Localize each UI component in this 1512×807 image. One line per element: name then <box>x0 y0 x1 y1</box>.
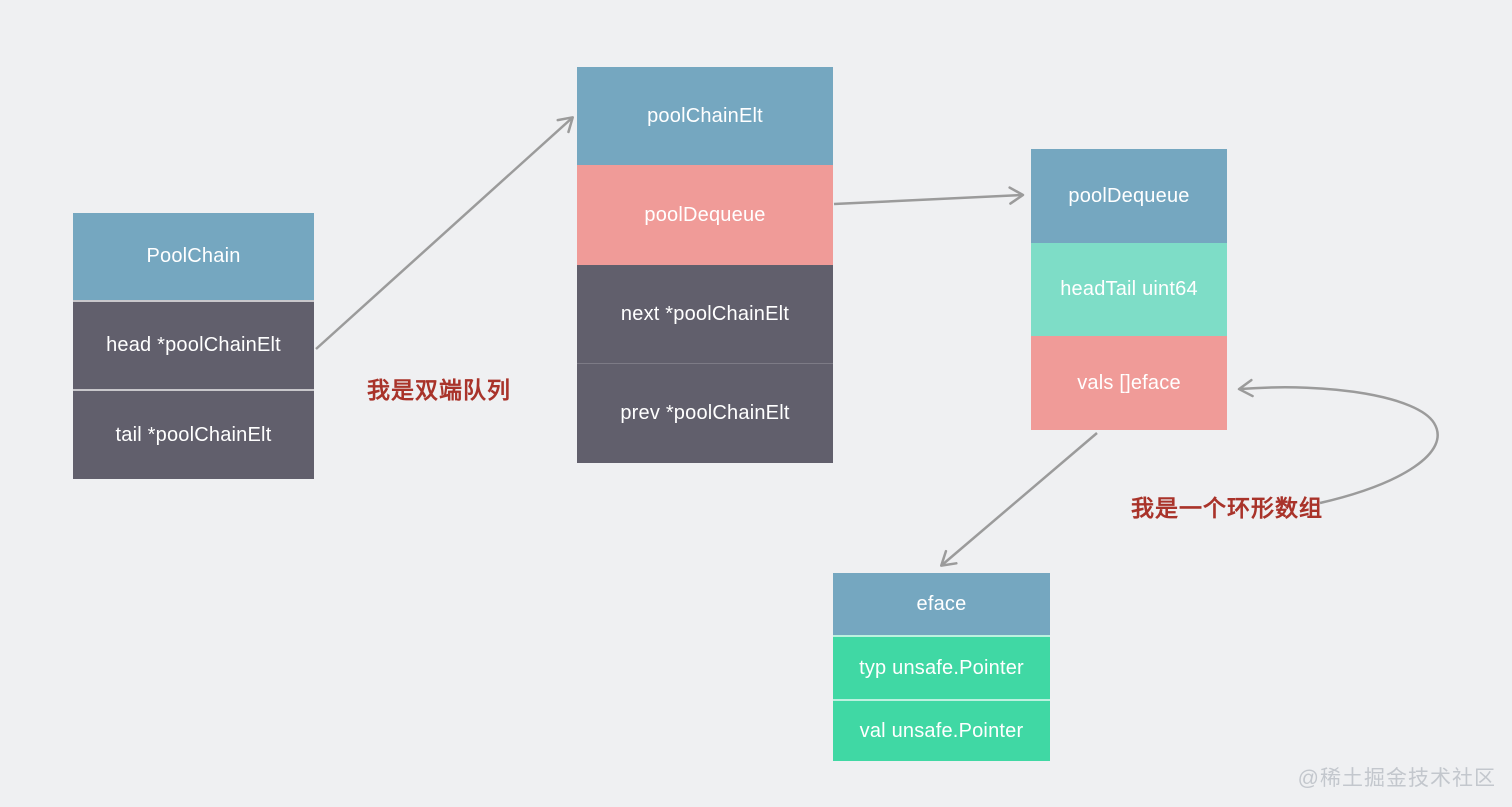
eface-field-val: val unsafe.Pointer <box>833 699 1050 761</box>
eface-title: eface <box>833 573 1050 635</box>
poolchainelt-title: poolChainElt <box>577 67 833 165</box>
pooldequeue-field-vals: vals []eface <box>1031 336 1227 430</box>
pooldequeue-field-headtail: headTail uint64 <box>1031 243 1227 336</box>
arrow-pooldequeue-field-to-pooldequeue-box <box>833 186 1025 206</box>
struct-box-poolchain: PoolChain head *poolChainElt tail *poolC… <box>73 213 314 479</box>
annotation-ring-array: 我是一个环形数组 <box>1131 495 1323 521</box>
poolchainelt-field-next: next *poolChainElt <box>577 265 833 363</box>
pooldequeue-title: poolDequeue <box>1031 149 1227 243</box>
eface-field-typ: typ unsafe.Pointer <box>833 635 1050 699</box>
arrow-vals-to-eface <box>939 432 1098 567</box>
poolchainelt-field-prev: prev *poolChainElt <box>577 363 833 463</box>
struct-box-eface: eface typ unsafe.Pointer val unsafe.Poin… <box>833 573 1050 761</box>
poolchainelt-field-pooldequeue: poolDequeue <box>577 165 833 265</box>
arrow-ring-note-to-vals <box>1237 378 1439 505</box>
poolchain-field-head: head *poolChainElt <box>73 300 314 389</box>
poolchain-title: PoolChain <box>73 213 314 300</box>
annotation-deque: 我是双端队列 <box>367 377 511 403</box>
watermark-juejin: @稀土掘金技术社区 <box>1297 767 1496 790</box>
struct-box-poolchainelt: poolChainElt poolDequeue next *poolChain… <box>577 67 833 463</box>
poolchain-field-tail: tail *poolChainElt <box>73 389 314 479</box>
struct-box-pooldequeue: poolDequeue headTail uint64 vals []eface <box>1031 149 1227 430</box>
arrow-head-to-poolchainelt <box>315 116 574 350</box>
